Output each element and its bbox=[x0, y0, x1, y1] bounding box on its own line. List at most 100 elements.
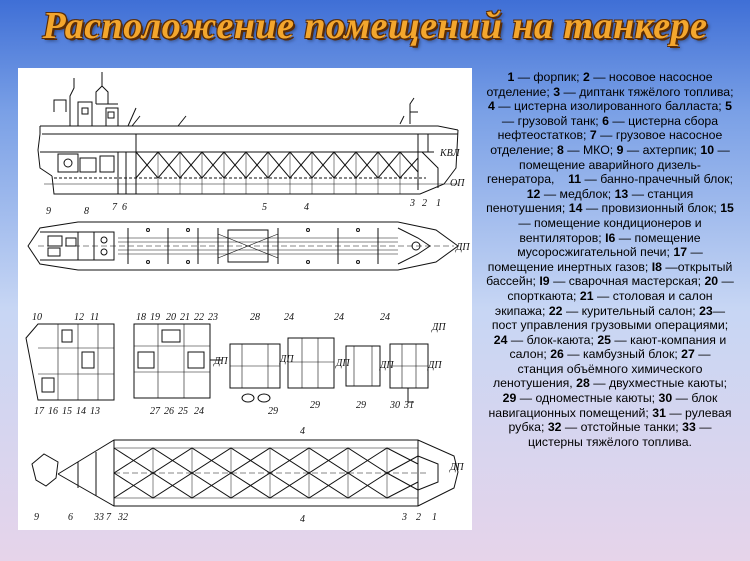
legend-number: 27 bbox=[681, 347, 695, 362]
label-side-8: 8 bbox=[84, 206, 89, 217]
legend-text: — рулевая рубка; bbox=[508, 405, 735, 435]
label-sup-24-b: 24 bbox=[284, 312, 294, 323]
legend-number: 2 bbox=[582, 70, 590, 84]
legend-text: — провизионный блок; bbox=[582, 201, 721, 216]
label-sup-10: 10 bbox=[32, 312, 42, 323]
tanker-drawing-svg: КВЛ ОП 9 8 7 6 5 4 3 2 1 ДП 10 17 16 15 … bbox=[25, 72, 470, 525]
legend-item: 17 — помещение инертных газов; bbox=[488, 245, 707, 274]
label-sup-24-c: 24 bbox=[334, 312, 344, 323]
legend-number: 26 bbox=[550, 347, 564, 362]
legend-item: 20 — спорткаюта; bbox=[507, 274, 737, 303]
legend-text: — грузовое насосное отделение; bbox=[490, 128, 726, 157]
legend-number: 25 bbox=[597, 332, 611, 347]
legend-number: I6 bbox=[605, 230, 616, 245]
legend-number: 4 bbox=[488, 99, 495, 114]
legend-number: 12 bbox=[526, 186, 541, 201]
label-sup-20: 20 bbox=[166, 312, 176, 323]
label-sup-25: 25 bbox=[178, 406, 188, 417]
label-sup-26: 26 bbox=[164, 406, 174, 417]
label-sup-24: 24 bbox=[194, 406, 204, 417]
legend-number: 20 bbox=[704, 274, 719, 289]
legend-number: 32 bbox=[547, 420, 562, 435]
legend-number: 1 bbox=[507, 70, 515, 84]
legend-number: 28 bbox=[576, 376, 590, 391]
legend-item: 7 — грузовое насосное отделение; bbox=[490, 128, 726, 157]
label-side-7: 7 bbox=[112, 202, 118, 213]
label-side-3: 3 bbox=[409, 198, 415, 209]
legend-number: 15 bbox=[720, 201, 734, 216]
legend-number: I9 bbox=[539, 274, 550, 289]
legend-text: — курительный салон; bbox=[562, 303, 700, 318]
label-sup-dp-3: ДП bbox=[335, 358, 350, 369]
label-bot-9: 9 bbox=[34, 512, 39, 523]
legend-text: — форпик; bbox=[514, 70, 583, 84]
room-legend: 1 — форпик; 2 — носовое насосное отделен… bbox=[486, 70, 734, 449]
legend-number: 31 bbox=[652, 405, 666, 420]
drawing-labels: КВЛ ОП 9 8 7 6 5 4 3 2 1 ДП 10 17 16 15 … bbox=[32, 148, 470, 525]
legend-item: 4 — цистерна изолированного балласта; bbox=[488, 99, 725, 113]
side-view bbox=[37, 72, 459, 195]
legend-number: 29 bbox=[502, 391, 517, 406]
legend-text: — диптанк тяжёлого топлива; bbox=[560, 84, 737, 99]
legend-item: 12 — медблок; bbox=[527, 187, 615, 201]
legend-item: 27 — станция объёмного химического ленот… bbox=[493, 347, 714, 390]
label-sup-23: 23 bbox=[208, 312, 218, 323]
label-bot-dp: ДП bbox=[449, 462, 464, 473]
legend-item: 32 — отстойные танки; bbox=[548, 420, 682, 434]
label-sup-dp-1: ДП bbox=[213, 356, 228, 367]
label-sup-18: 18 bbox=[136, 312, 146, 323]
legend-number: 5 bbox=[725, 99, 732, 114]
label-kvl: КВЛ bbox=[439, 148, 461, 159]
legend-text: — блок навигационных помещений; bbox=[488, 391, 721, 420]
label-sup-27: 27 bbox=[150, 406, 161, 417]
label-op: ОП bbox=[450, 178, 465, 189]
legend-text: — МКО; bbox=[563, 142, 617, 157]
legend-item: 8 — МКО; bbox=[557, 143, 617, 157]
label-bot-3: 3 bbox=[401, 512, 407, 523]
legend-number: 22 bbox=[548, 303, 563, 318]
label-bot-33: 33 bbox=[93, 512, 104, 523]
legend-text: — сварочная мастерская; bbox=[549, 274, 705, 289]
legend-item: 31 — рулевая рубка; bbox=[508, 406, 735, 435]
tanker-drawing: КВЛ ОП 9 8 7 6 5 4 3 2 1 ДП 10 17 16 15 … bbox=[18, 68, 472, 530]
legend-item: 24 — блок-каюта; bbox=[494, 333, 598, 347]
legend-item: 33 — цистерны тяжёлого топлива. bbox=[528, 420, 715, 449]
label-sup-dp-2: ДП bbox=[279, 354, 294, 365]
legend-item: I9 — сварочная мастерская; bbox=[539, 274, 704, 288]
page-title: Расположение помещений на танкере bbox=[42, 5, 708, 47]
label-sup-30: 30 bbox=[389, 400, 400, 411]
legend-item: 2 — носовое насосное отделение; bbox=[486, 70, 715, 99]
label-deck-dp: ДП bbox=[455, 242, 470, 253]
legend-text: — медблок; bbox=[540, 186, 615, 201]
legend-text: — двухместные каюты; bbox=[589, 376, 731, 391]
legend-text: — станция объёмного химического ленотуше… bbox=[492, 347, 714, 391]
legend-text: — столовая и салон экипажа; bbox=[494, 288, 717, 318]
legend-text: —открытый бассейн; bbox=[486, 259, 736, 289]
legend-item: 26 — камбузный блок; bbox=[550, 347, 681, 361]
legend-text: — блок-каюта; bbox=[507, 332, 598, 347]
legend-number: I8 bbox=[651, 259, 662, 274]
legend-text: — камбузный блок; bbox=[563, 347, 682, 362]
legend-text: — помещение аварийного дизель-генератора… bbox=[486, 142, 734, 187]
legend-item: 29 — одноместные каюты; bbox=[503, 391, 659, 405]
legend-number: 13 bbox=[614, 186, 629, 201]
label-sup-22: 22 bbox=[194, 312, 204, 323]
legend-text: — отстойные танки; bbox=[561, 420, 683, 435]
label-sup-dp-5: ДП bbox=[427, 360, 442, 371]
legend-number: 33 bbox=[682, 420, 696, 435]
label-side-5: 5 bbox=[262, 202, 267, 213]
legend-text: —пост управления грузовыми операциями; bbox=[491, 303, 732, 333]
label-side-1: 1 bbox=[436, 198, 441, 209]
label-sup-13: 13 bbox=[90, 406, 100, 417]
legend-item: 1 — форпик; bbox=[507, 70, 583, 84]
label-bot-6: 6 bbox=[68, 512, 73, 523]
label-side-4: 4 bbox=[304, 202, 309, 213]
label-sup-29-b: 29 bbox=[310, 400, 320, 411]
label-sup-28: 28 bbox=[250, 312, 260, 323]
label-bot-4-bottom: 4 bbox=[300, 514, 305, 525]
deck-plan bbox=[27, 221, 459, 271]
legend-text: — ахтерпик; bbox=[623, 142, 701, 157]
legend-number: 30 bbox=[658, 391, 673, 406]
label-sup-29-a: 29 bbox=[268, 406, 278, 417]
legend-number: 3 bbox=[553, 84, 561, 99]
